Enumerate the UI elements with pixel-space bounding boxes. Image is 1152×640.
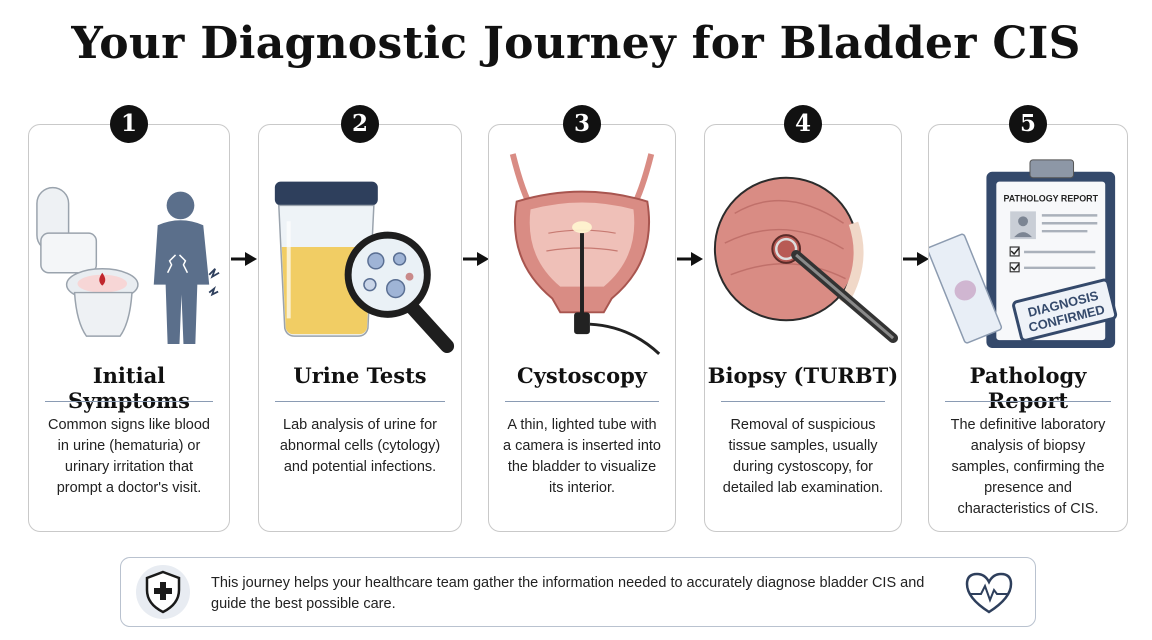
step-divider bbox=[505, 401, 659, 402]
report-header-text: PATHOLOGY REPORT bbox=[1004, 193, 1099, 203]
step-number-badge: 3 bbox=[563, 105, 601, 143]
step-card-pathology-report: 5 PATHOLOGY REPORT DIAGNOSIS CONFIRMED bbox=[928, 105, 1128, 532]
step-title: Cystoscopy bbox=[517, 363, 647, 388]
step-number-badge: 1 bbox=[110, 105, 148, 143]
step-description: A thin, lighted tube with a camera is in… bbox=[503, 417, 661, 496]
step-card-urine-tests: 2 Urine Tests Lab analysis of urine for … bbox=[258, 105, 462, 532]
step-description: Common signs like blood in urine (hematu… bbox=[48, 417, 210, 496]
step-divider bbox=[275, 401, 445, 402]
arrow-right-icon bbox=[231, 252, 257, 266]
biopsy-tissue-illustration bbox=[705, 143, 901, 355]
step-divider bbox=[45, 401, 213, 402]
step-title: Pathology Report bbox=[969, 363, 1087, 413]
step-description: Lab analysis of urine for abnormal cells… bbox=[279, 417, 441, 475]
pathology-report-illustration: PATHOLOGY REPORT DIAGNOSIS CONFIRMED bbox=[929, 143, 1127, 355]
step-description: Removal of suspicious tissue samples, us… bbox=[722, 417, 884, 496]
arrow-right-icon bbox=[463, 252, 489, 266]
shield-plus-icon bbox=[136, 565, 190, 619]
step-description: The definitive laboratory analysis of bi… bbox=[950, 417, 1106, 517]
footer-text: This journey helps your healthcare team … bbox=[211, 575, 925, 612]
toilet-and-person-illustration bbox=[29, 143, 229, 355]
step-card-biopsy: 4 Biopsy (TURBT) Removal of suspicious t… bbox=[704, 105, 902, 532]
step-divider bbox=[945, 401, 1111, 402]
step-number-badge: 5 bbox=[1009, 105, 1047, 143]
bladder-cystoscope-illustration bbox=[489, 143, 675, 355]
step-number-badge: 2 bbox=[341, 105, 379, 143]
step-card-cystoscopy: 3 Cystoscopy A thin, lighted tube with a… bbox=[488, 105, 676, 532]
heart-pulse-icon bbox=[965, 572, 1013, 614]
step-divider bbox=[721, 401, 885, 402]
page-title: Your Diagnostic Journey for Bladder CIS bbox=[71, 18, 1081, 69]
step-card-initial-symptoms: 1 Initial Symptoms Common signs like blo… bbox=[28, 105, 230, 532]
step-title: Urine Tests bbox=[293, 363, 427, 388]
arrow-right-icon bbox=[903, 252, 929, 266]
step-title: Biopsy (TURBT) bbox=[707, 363, 899, 388]
footer-banner: This journey helps your healthcare team … bbox=[120, 557, 1036, 627]
step-number-badge: 4 bbox=[784, 105, 822, 143]
step-title: Initial Symptoms bbox=[67, 363, 191, 413]
arrow-right-icon bbox=[677, 252, 703, 266]
urine-cup-magnifier-illustration bbox=[259, 143, 461, 355]
